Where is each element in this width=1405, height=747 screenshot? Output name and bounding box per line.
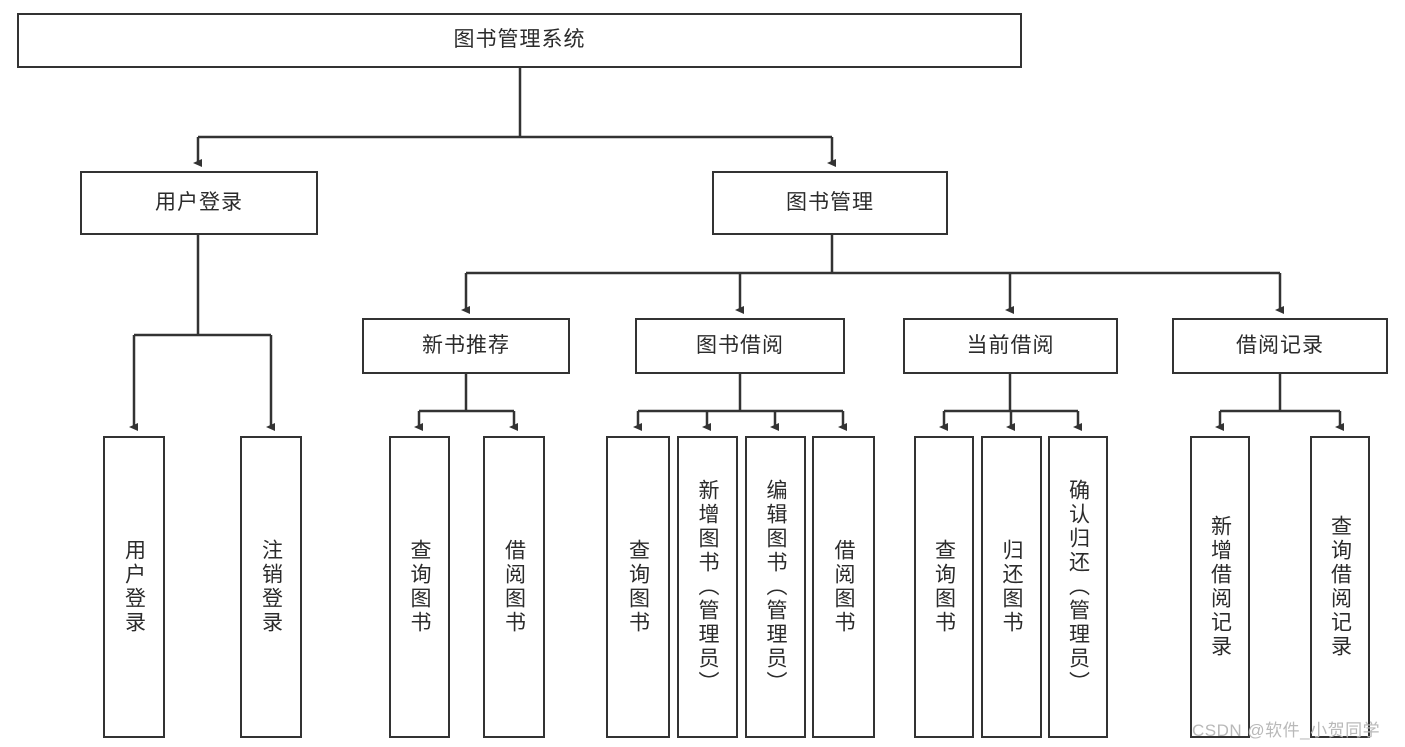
node-label: 编辑图书（管理员）	[764, 479, 787, 695]
node-leaf-query-book-2[interactable]: 查询图书	[606, 436, 670, 738]
node-label: 借阅图书	[502, 539, 526, 635]
node-label: 借阅记录	[1236, 333, 1324, 357]
node-label: 用户登录	[155, 190, 243, 214]
node-leaf-borrow-book-2[interactable]: 借阅图书	[812, 436, 875, 738]
node-label: 图书借阅	[696, 333, 784, 357]
node-leaf-confirm-return[interactable]: 确认归还（管理员）	[1048, 436, 1108, 738]
node-leaf-query-borrow-record[interactable]: 查询借阅记录	[1310, 436, 1370, 738]
node-borrow-record[interactable]: 借阅记录	[1172, 318, 1388, 374]
node-leaf-query-book-3[interactable]: 查询图书	[914, 436, 974, 738]
node-leaf-return-book[interactable]: 归还图书	[981, 436, 1042, 738]
node-current-borrow[interactable]: 当前借阅	[903, 318, 1118, 374]
node-label: 图书管理	[786, 190, 874, 214]
node-book-management-system[interactable]: 图书管理系统	[17, 13, 1022, 68]
node-label: 当前借阅	[966, 333, 1055, 357]
node-leaf-edit-book[interactable]: 编辑图书（管理员）	[745, 436, 806, 738]
watermark-text: CSDN @软件_小贺同学	[1192, 721, 1381, 740]
node-leaf-borrow-book-1[interactable]: 借阅图书	[483, 436, 545, 738]
node-label: 用户登录	[122, 539, 146, 635]
node-leaf-add-book[interactable]: 新增图书（管理员）	[677, 436, 738, 738]
node-label: 新书推荐	[422, 333, 510, 357]
node-new-book-recommend[interactable]: 新书推荐	[362, 318, 570, 374]
node-label: 归还图书	[1000, 539, 1023, 635]
node-book-borrow[interactable]: 图书借阅	[635, 318, 845, 374]
node-leaf-logout-login[interactable]: 注销登录	[240, 436, 302, 738]
node-label: 图书管理系统	[453, 28, 586, 52]
node-label: 借阅图书	[832, 539, 855, 635]
node-book-management[interactable]: 图书管理	[712, 171, 948, 235]
node-label: 注销登录	[259, 539, 283, 635]
node-label: 新增借阅记录	[1208, 515, 1232, 659]
node-label: 新增图书（管理员）	[696, 479, 719, 695]
node-leaf-user-login[interactable]: 用户登录	[103, 436, 165, 738]
node-leaf-add-borrow-record[interactable]: 新增借阅记录	[1190, 436, 1250, 738]
node-label: 查询图书	[626, 539, 650, 635]
node-label: 查询借阅记录	[1328, 515, 1352, 659]
node-label: 查询图书	[408, 539, 431, 635]
node-user-login[interactable]: 用户登录	[80, 171, 318, 235]
node-label: 确认归还（管理员）	[1066, 479, 1090, 695]
node-leaf-query-book-1[interactable]: 查询图书	[389, 436, 450, 738]
node-label: 查询图书	[932, 539, 956, 635]
